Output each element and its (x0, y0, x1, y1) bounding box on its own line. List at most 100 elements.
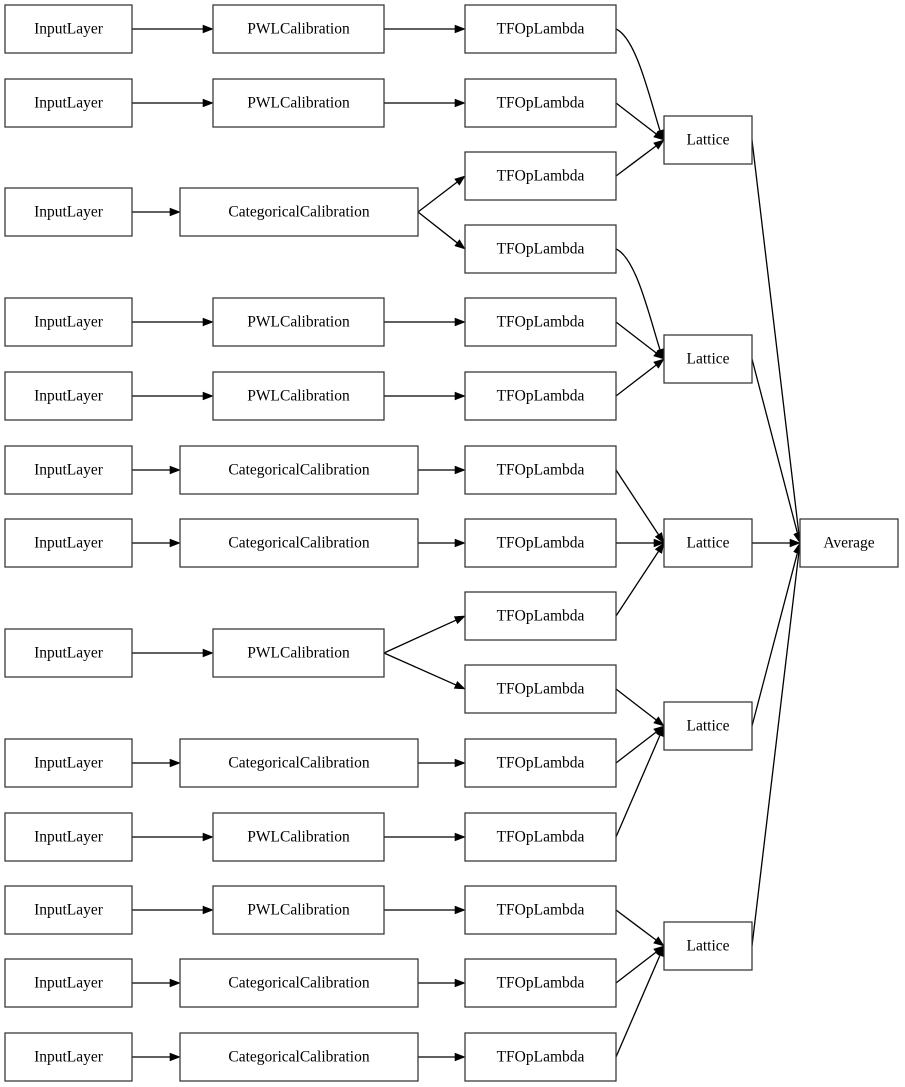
node-box[interactable] (212, 4, 385, 54)
node-box[interactable] (179, 958, 419, 1008)
node-box[interactable] (464, 371, 617, 421)
node-tfoplambda[interactable]: TFOpLambda (464, 297, 617, 347)
arrowhead-icon (202, 98, 214, 108)
node-box[interactable] (464, 297, 617, 347)
node-box[interactable] (179, 1032, 419, 1082)
node-inputlayer[interactable]: InputLayer (4, 4, 133, 54)
node-box[interactable] (4, 445, 133, 495)
node-inputlayer[interactable]: InputLayer (4, 1032, 133, 1082)
node-categoricalcalibration[interactable]: CategoricalCalibration (179, 518, 419, 568)
node-box[interactable] (464, 1032, 617, 1082)
node-box[interactable] (179, 518, 419, 568)
node-tfoplambda[interactable]: TFOpLambda (464, 78, 617, 128)
node-box[interactable] (179, 445, 419, 495)
node-inputlayer[interactable]: InputLayer (4, 885, 133, 935)
node-box[interactable] (464, 738, 617, 788)
node-box[interactable] (464, 591, 617, 641)
node-inputlayer[interactable]: InputLayer (4, 738, 133, 788)
node-box[interactable] (464, 885, 617, 935)
node-tfoplambda[interactable]: TFOpLambda (464, 664, 617, 714)
node-box[interactable] (464, 78, 617, 128)
node-tfoplambda[interactable]: TFOpLambda (464, 151, 617, 201)
node-inputlayer[interactable]: InputLayer (4, 812, 133, 862)
arrowhead-icon (169, 978, 181, 988)
node-tfoplambda[interactable]: TFOpLambda (464, 591, 617, 641)
node-box[interactable] (4, 738, 133, 788)
node-box[interactable] (663, 518, 753, 568)
node-categoricalcalibration[interactable]: CategoricalCalibration (179, 1032, 419, 1082)
node-categoricalcalibration[interactable]: CategoricalCalibration (179, 958, 419, 1008)
node-pwlcalibration[interactable]: PWLCalibration (212, 78, 385, 128)
node-pwlcalibration[interactable]: PWLCalibration (212, 4, 385, 54)
node-lattice[interactable]: Lattice (663, 921, 753, 971)
node-box[interactable] (464, 224, 617, 274)
node-box[interactable] (4, 187, 133, 237)
node-box[interactable] (4, 958, 133, 1008)
node-box[interactable] (464, 445, 617, 495)
node-box[interactable] (464, 958, 617, 1008)
node-tfoplambda[interactable]: TFOpLambda (464, 958, 617, 1008)
node-inputlayer[interactable]: InputLayer (4, 445, 133, 495)
node-tfoplambda[interactable]: TFOpLambda (464, 738, 617, 788)
node-average[interactable]: Average (799, 518, 899, 568)
node-lattice[interactable]: Lattice (663, 115, 753, 165)
node-box[interactable] (464, 812, 617, 862)
node-box[interactable] (212, 78, 385, 128)
node-tfoplambda[interactable]: TFOpLambda (464, 371, 617, 421)
node-pwlcalibration[interactable]: PWLCalibration (212, 628, 385, 678)
node-tfoplambda[interactable]: TFOpLambda (464, 445, 617, 495)
node-inputlayer[interactable]: InputLayer (4, 518, 133, 568)
node-pwlcalibration[interactable]: PWLCalibration (212, 812, 385, 862)
node-box[interactable] (663, 115, 753, 165)
node-tfoplambda[interactable]: TFOpLambda (464, 518, 617, 568)
node-box[interactable] (464, 151, 617, 201)
node-lattice[interactable]: Lattice (663, 334, 753, 384)
node-box[interactable] (4, 4, 133, 54)
node-box[interactable] (663, 334, 753, 384)
node-box[interactable] (663, 921, 753, 971)
node-box[interactable] (464, 664, 617, 714)
node-categoricalcalibration[interactable]: CategoricalCalibration (179, 445, 419, 495)
node-box[interactable] (799, 518, 899, 568)
node-box[interactable] (4, 628, 133, 678)
edge-inputlayer-to-pwlcalibration (132, 391, 214, 401)
node-tfoplambda[interactable]: TFOpLambda (464, 885, 617, 935)
node-inputlayer[interactable]: InputLayer (4, 78, 133, 128)
node-tfoplambda[interactable]: TFOpLambda (464, 1032, 617, 1082)
node-box[interactable] (4, 371, 133, 421)
node-box[interactable] (4, 297, 133, 347)
node-inputlayer[interactable]: InputLayer (4, 187, 133, 237)
node-box[interactable] (179, 187, 419, 237)
node-pwlcalibration[interactable]: PWLCalibration (212, 371, 385, 421)
node-box[interactable] (4, 885, 133, 935)
node-box[interactable] (179, 738, 419, 788)
node-pwlcalibration[interactable]: PWLCalibration (212, 885, 385, 935)
node-box[interactable] (4, 518, 133, 568)
node-inputlayer[interactable]: InputLayer (4, 297, 133, 347)
arrowhead-icon (454, 465, 466, 475)
node-inputlayer[interactable]: InputLayer (4, 958, 133, 1008)
node-box[interactable] (663, 701, 753, 751)
node-box[interactable] (464, 518, 617, 568)
node-categoricalcalibration[interactable]: CategoricalCalibration (179, 187, 419, 237)
node-tfoplambda[interactable]: TFOpLambda (464, 812, 617, 862)
node-box[interactable] (212, 628, 385, 678)
node-pwlcalibration[interactable]: PWLCalibration (212, 297, 385, 347)
node-box[interactable] (212, 297, 385, 347)
node-inputlayer[interactable]: InputLayer (4, 371, 133, 421)
node-tfoplambda[interactable]: TFOpLambda (464, 224, 617, 274)
node-tfoplambda[interactable]: TFOpLambda (464, 4, 617, 54)
node-box[interactable] (212, 885, 385, 935)
node-box[interactable] (4, 812, 133, 862)
node-inputlayer[interactable]: InputLayer (4, 628, 133, 678)
node-box[interactable] (212, 812, 385, 862)
node-categoricalcalibration[interactable]: CategoricalCalibration (179, 738, 419, 788)
node-box[interactable] (4, 1032, 133, 1082)
node-box[interactable] (4, 78, 133, 128)
arrowhead-icon (202, 905, 214, 915)
node-lattice[interactable]: Lattice (663, 518, 753, 568)
arrowhead-icon (169, 758, 181, 768)
node-box[interactable] (464, 4, 617, 54)
node-lattice[interactable]: Lattice (663, 701, 753, 751)
node-box[interactable] (212, 371, 385, 421)
